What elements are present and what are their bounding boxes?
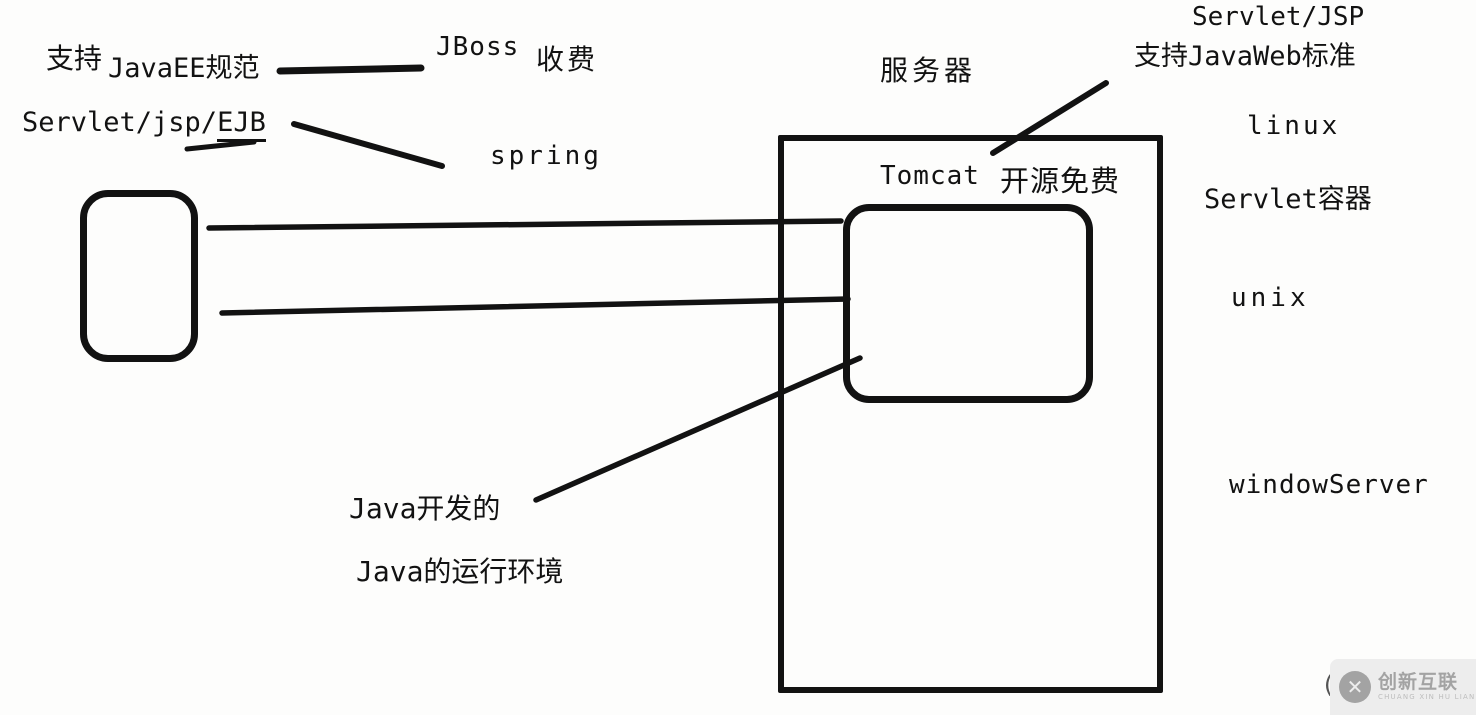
client-request-line-bottom [219, 296, 851, 316]
open-source-free-label: 开源免费 [1000, 164, 1121, 198]
unix-label: unix [1231, 283, 1310, 313]
tomcat-box [843, 204, 1093, 403]
chuangxin-logo-icon: ✕ [1339, 671, 1371, 703]
servlet-jsp-ejb-label: Servlet/jsp/EJB [22, 107, 266, 142]
java-runtime-label: Java的运行环境 [356, 555, 564, 588]
servlet-jsp-standard-label: Servlet/JSP [1192, 2, 1365, 32]
client-request-line-top [206, 218, 844, 231]
client-box [80, 190, 198, 362]
window-server-label: windowServer [1229, 470, 1429, 500]
fee-label: 收费 [536, 43, 599, 76]
java-developed-label: Java开发的 [349, 492, 501, 525]
server-box [778, 135, 1163, 693]
watermark-brand-sub: CHUANG XIN HU LIAN [1378, 693, 1476, 701]
watermark-brand: 创新互联 [1378, 671, 1459, 693]
spring-connector-line [291, 121, 445, 169]
jboss-connector-line [276, 64, 425, 75]
linux-label: linux [1247, 111, 1341, 141]
ejb-underlined-text: EJB [217, 107, 266, 142]
javaweb-standard-label: 支持JavaWeb标准 [1134, 41, 1356, 72]
javaee-spec-label: JavaEE规范 [108, 53, 260, 84]
jboss-label: JBoss [436, 32, 520, 62]
servlet-container-label: Servlet容器 [1204, 184, 1372, 215]
watermark-badge: ✕ 创新互联 CHUANG XIN HU LIAN [1330, 659, 1476, 715]
server-title: 服务器 [880, 54, 977, 87]
ejb-underline-stroke [184, 139, 257, 152]
spring-label: spring [490, 141, 602, 171]
servlet-jsp-prefix-text: Servlet/jsp/ [22, 107, 218, 138]
watermark-texts: 创新互联 CHUANG XIN HU LIAN [1378, 673, 1475, 701]
tomcat-label: Tomcat [880, 161, 980, 191]
support-label: 支持 [46, 42, 103, 75]
